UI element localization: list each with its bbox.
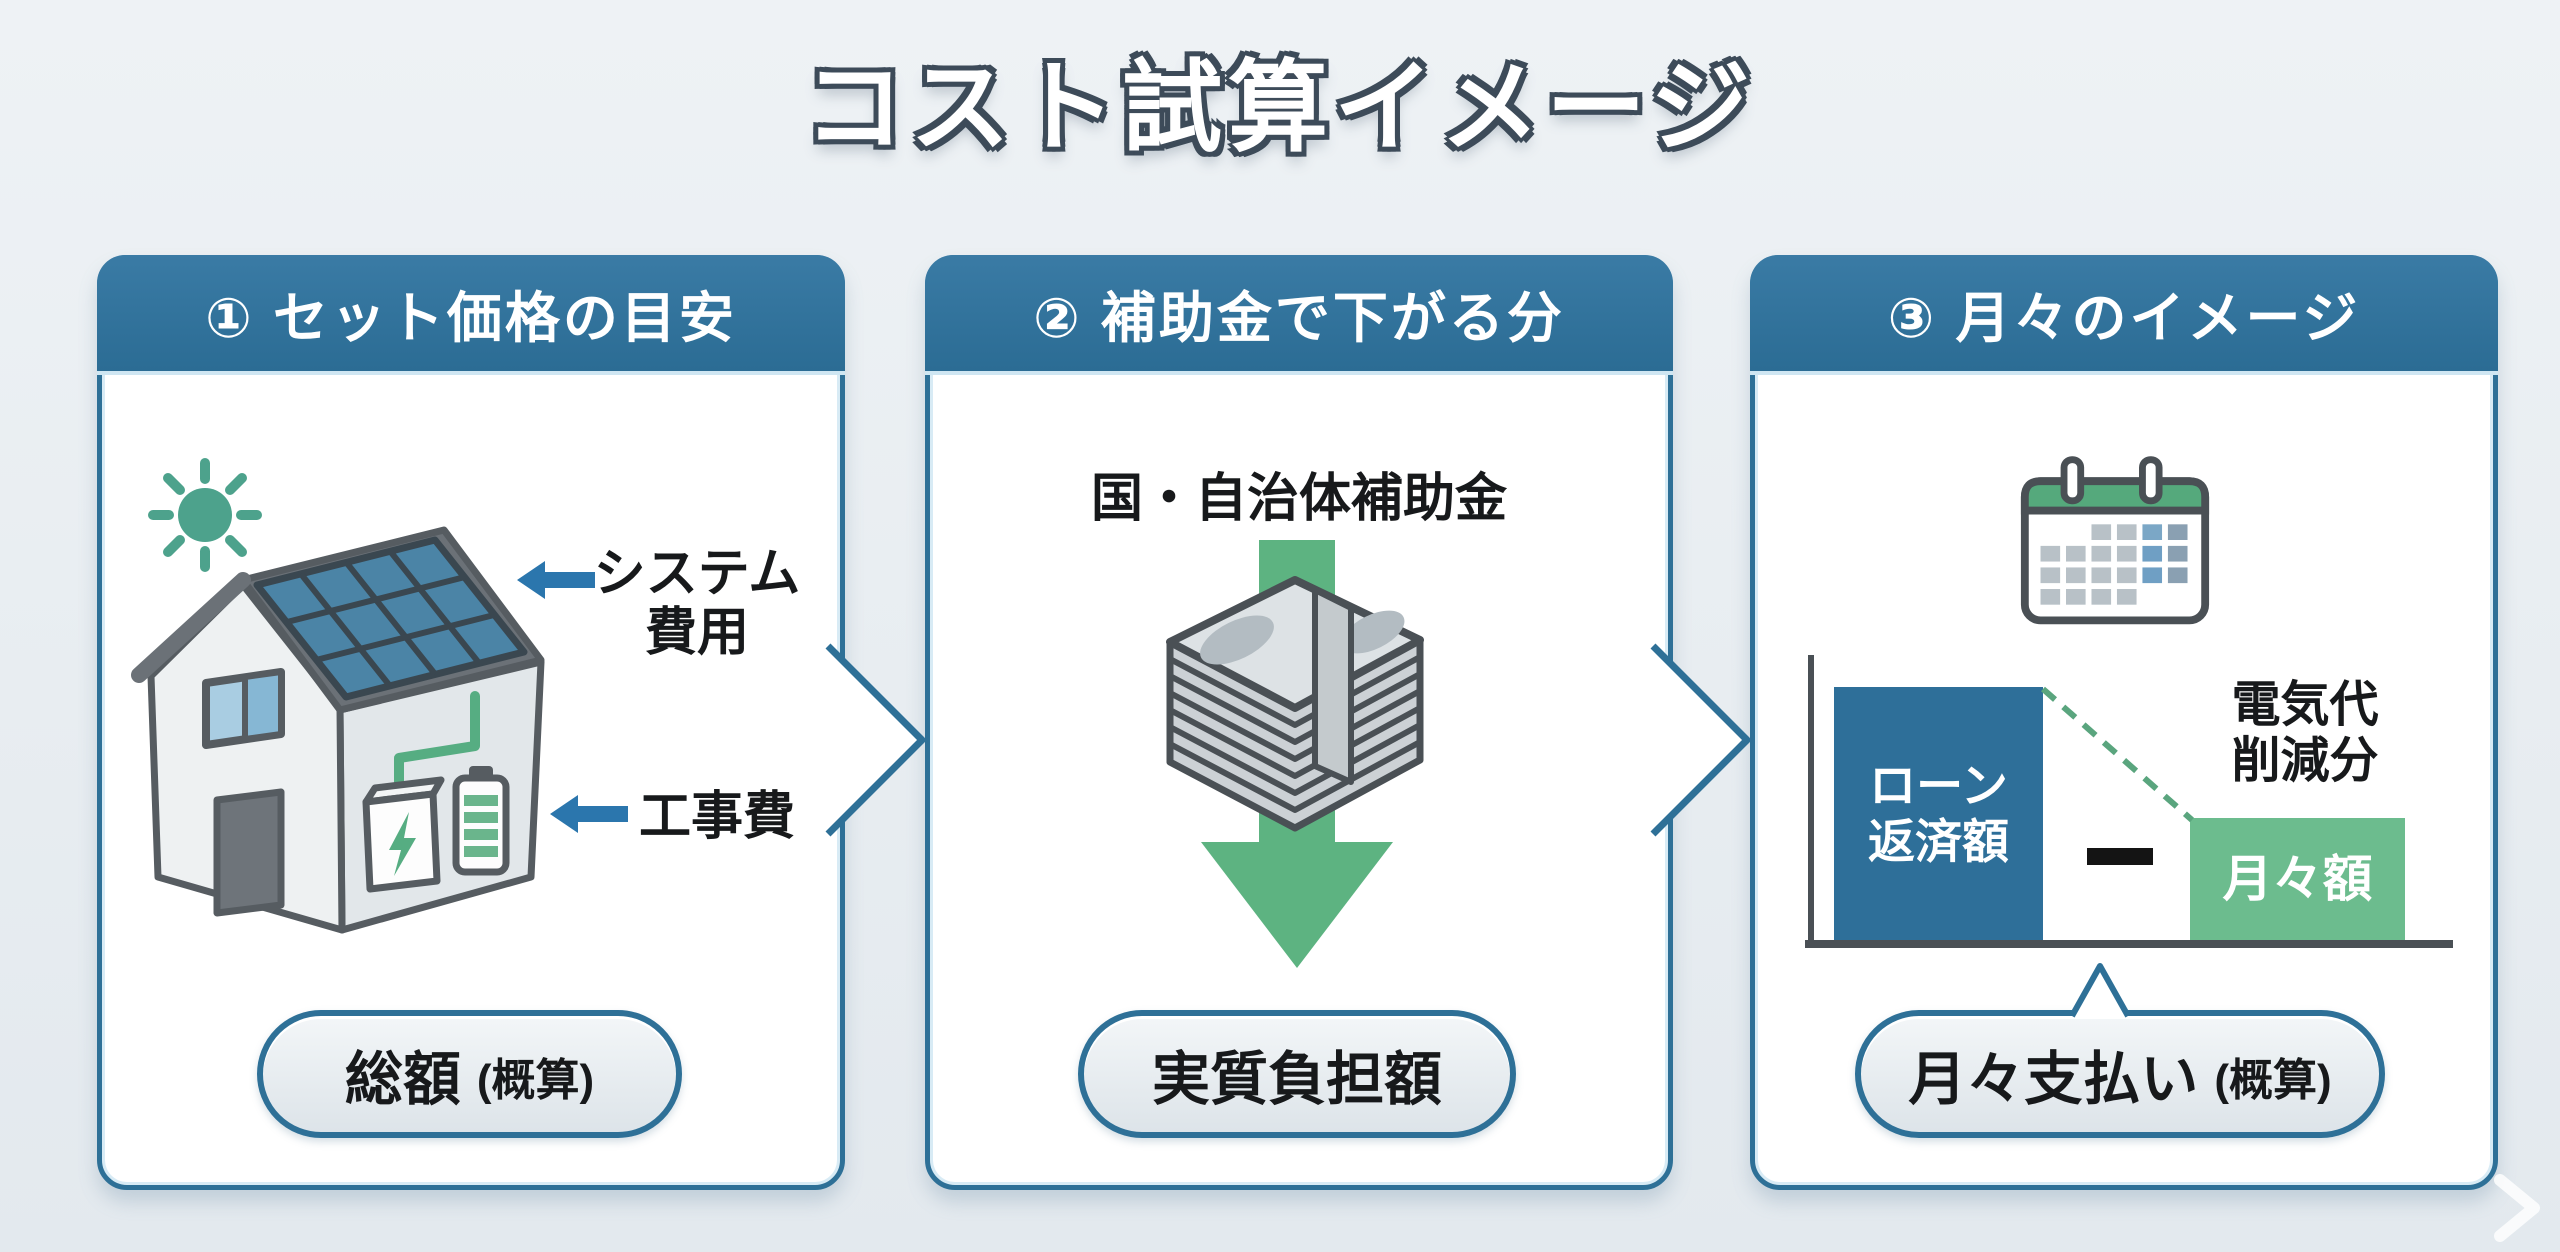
window-icon xyxy=(202,668,285,749)
door-icon xyxy=(213,788,285,917)
panel-set-price: ① セット価格の目安 xyxy=(97,255,845,1190)
panel-subsidy: ② 補助金で下がる分 国・自治体補助金 xyxy=(925,255,1673,1190)
decline-dashed-line xyxy=(2041,686,2194,823)
chevron-connector-icon xyxy=(825,643,926,837)
savings-label: 電気代 削減分 xyxy=(2231,678,2379,788)
battery-icon xyxy=(452,766,510,876)
monthly-payment-badge: 月々支払い (概算) xyxy=(1855,1010,2385,1138)
calendar-icon xyxy=(2020,456,2210,625)
corner-watermark-icon xyxy=(2494,1174,2540,1242)
left-arrow-icon xyxy=(550,795,628,833)
lightning-icon xyxy=(389,812,416,876)
loan-bar: ローン 返済額 xyxy=(1834,687,2043,940)
construction-cost-label: 工事費 xyxy=(638,788,795,846)
panel2-header: ② 補助金で下がる分 xyxy=(925,255,1673,375)
page-title: コスト試算イメージ xyxy=(804,52,1756,164)
badge-main-text: 月々支払い xyxy=(1908,1047,2199,1112)
panel3-header: ③ 月々のイメージ xyxy=(1750,255,2498,375)
chevron-connector-icon xyxy=(1650,643,1751,837)
left-arrow-icon xyxy=(517,561,595,599)
badge-sub-text: (概算) xyxy=(2214,1056,2332,1105)
calendar-days xyxy=(2040,524,2188,605)
solar-house-icon xyxy=(131,458,545,934)
solar-panel-icon xyxy=(253,536,528,701)
sun-icon xyxy=(148,458,262,572)
badge-sub-text: (概算) xyxy=(476,1056,595,1105)
money-stack-icon xyxy=(1166,540,1424,968)
badge-main-text: 総額 xyxy=(344,1047,461,1112)
total-amount-badge: 総額 (概算) xyxy=(257,1010,682,1138)
monthly-bar-label: 月々額 xyxy=(2222,850,2373,907)
wire-icon xyxy=(394,691,480,793)
net-cost-badge: 実質負担額 xyxy=(1078,1010,1516,1138)
minus-sign xyxy=(2087,848,2153,865)
subsidy-label: 国・自治体補助金 xyxy=(1090,470,1507,528)
inverter-icon xyxy=(362,776,445,893)
panel-monthly: ③ 月々のイメージ ローン 返済額 xyxy=(1750,255,2498,1190)
band-icon xyxy=(1312,587,1354,785)
system-cost-label: システム 費用 xyxy=(593,545,801,663)
up-pointer-icon xyxy=(2069,963,2131,1018)
x-axis xyxy=(1805,940,2453,948)
badge-main-text: 実質負担額 xyxy=(1151,1047,1442,1112)
monthly-bar: 月々額 xyxy=(2190,818,2405,940)
panel1-header: ① セット価格の目安 xyxy=(97,255,845,375)
y-axis xyxy=(1808,655,1814,945)
loan-bar-label: ローン 返済額 xyxy=(1868,759,2009,868)
